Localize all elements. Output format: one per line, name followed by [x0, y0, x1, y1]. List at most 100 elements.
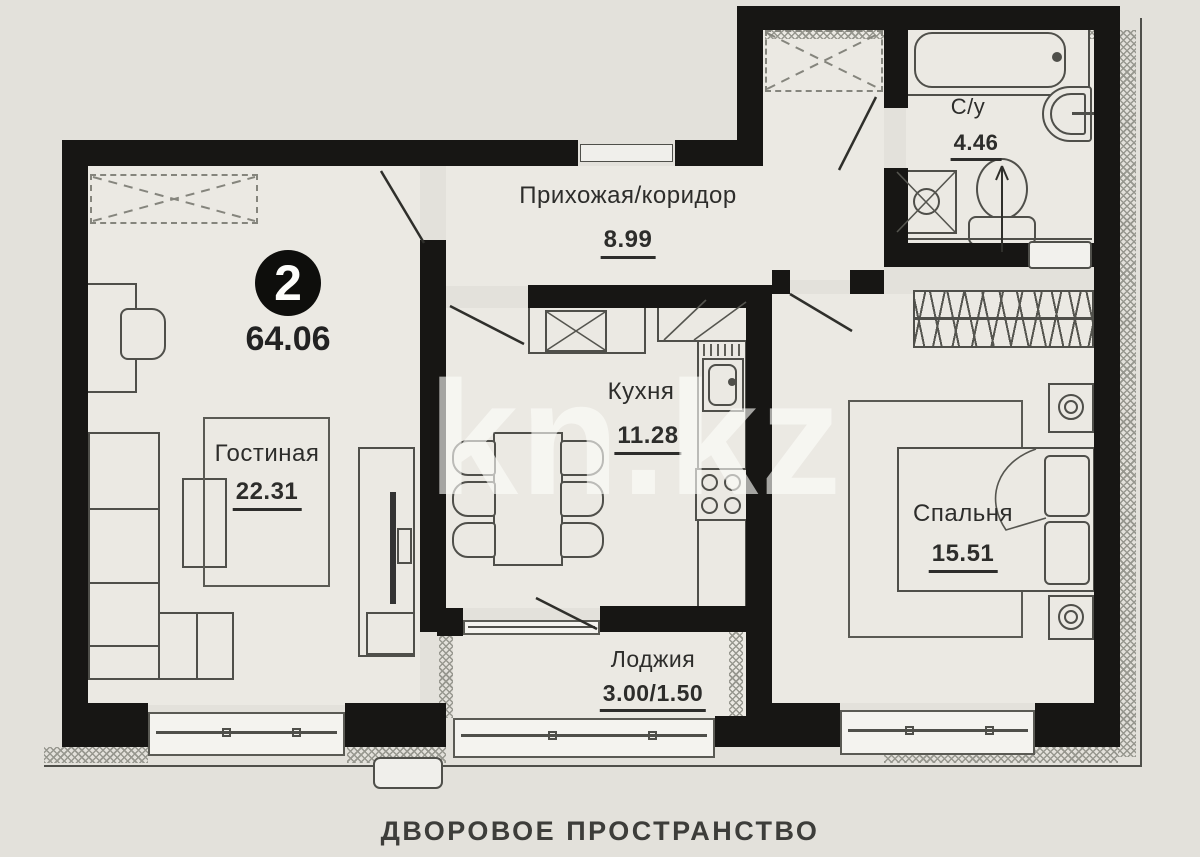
bedroom-name: Спальня — [913, 500, 1013, 527]
loggia-window-top-glazing — [468, 626, 595, 628]
bath-shelf-line — [895, 238, 1092, 240]
hatch-bottom-left-a — [44, 747, 148, 763]
loggia-name: Лоджия — [610, 646, 696, 672]
stove-burner — [701, 497, 718, 514]
hallway-name: Прихожая/коридор — [519, 182, 737, 209]
wall-living-kitchen — [420, 240, 446, 632]
yard-caption: ДВОРОВОЕ ПРОСТРАНСТВО — [380, 816, 820, 846]
wall-kitchen-bedroom — [746, 285, 772, 747]
toilet-bowl — [976, 158, 1028, 220]
bath-cabinet — [1028, 241, 1092, 269]
living-wardrobe-dashed — [90, 174, 258, 224]
nightstand-lamp-inner — [1064, 400, 1078, 414]
kitchen-area: 11.28 — [614, 422, 682, 455]
stove-burner — [724, 497, 741, 514]
living-window-glazing — [156, 731, 337, 734]
living-window-mullion — [222, 728, 231, 737]
desk-chair — [120, 308, 166, 360]
wall-bedroom-top-a — [772, 270, 790, 294]
hall-wardrobe-dashed — [765, 30, 883, 92]
sofa-cushion-line — [90, 508, 158, 510]
wall-left — [62, 140, 88, 747]
living-window-mullion — [292, 728, 301, 737]
nightstand-lamp — [1058, 394, 1084, 420]
washer-drum — [913, 188, 940, 215]
bedroom-window-mullion — [985, 726, 994, 735]
wall-loggia-left-block — [437, 608, 463, 636]
loggia-window-bottom — [453, 718, 715, 758]
living-area: 22.31 — [232, 478, 302, 511]
bedroom-window-bottom — [840, 710, 1035, 755]
kitchen-name: Кухня — [607, 378, 675, 405]
loggia-window-mullion — [648, 731, 657, 740]
loggia-area: 3.00/1.50 — [599, 680, 707, 712]
bathtub-drain — [1052, 52, 1062, 62]
bedroom-window-glazing — [848, 729, 1028, 732]
wall-bedroom-top-b — [850, 270, 884, 294]
kitchen-faucet — [728, 378, 736, 386]
toilet-tank — [968, 216, 1036, 246]
bathtub-inner — [914, 32, 1066, 88]
tv-panel — [390, 492, 396, 604]
sofa-chaise-line — [196, 614, 198, 678]
living-name: Гостиная — [214, 440, 320, 467]
wall-bedroom-bottom-b — [1035, 703, 1098, 747]
loggia-window-mullion — [548, 731, 557, 740]
wall-entry-stub — [675, 140, 737, 166]
dining-chair — [560, 481, 604, 517]
dining-chair — [560, 522, 604, 558]
wardrobe-rail — [915, 317, 1092, 320]
wall-right-outer — [1094, 15, 1120, 747]
sofa-cushion-line — [90, 645, 158, 647]
hatch-right — [1118, 30, 1136, 757]
nightstand — [1048, 383, 1094, 433]
dining-chair — [452, 440, 496, 476]
wall-living-bottom-a — [62, 703, 148, 747]
stove-burner — [724, 474, 741, 491]
living-rug — [203, 417, 330, 587]
bathroom-area: 4.46 — [950, 130, 1002, 161]
bedroom-window-mullion — [905, 726, 914, 735]
wall-kitchen-top — [528, 285, 772, 308]
corridor-floor — [446, 166, 772, 286]
wall-top-outer — [737, 6, 1120, 30]
living-window-bottom — [148, 712, 345, 756]
pillow — [1044, 521, 1090, 585]
wall-living-top — [62, 140, 578, 166]
loggia-floor — [453, 628, 746, 720]
rooms-count-badge: 2 — [255, 250, 321, 316]
wall-living-bottom-b — [345, 703, 446, 747]
site-boundary-right — [1140, 18, 1142, 767]
wall-hall-left — [737, 6, 763, 166]
tv-box — [397, 528, 412, 564]
loggia-window-bottom-glazing — [461, 734, 707, 737]
ac-unit — [373, 757, 443, 789]
wall-bath-left-upper — [884, 24, 908, 108]
stove-burner — [701, 474, 718, 491]
hallway-area: 8.99 — [600, 226, 656, 259]
total-area-label: 64.06 — [245, 320, 331, 358]
site-boundary-bottom — [44, 765, 1142, 767]
wall-loggia-top-right — [600, 606, 746, 632]
tv-shelf — [366, 612, 415, 655]
bathroom-name: С/у — [950, 94, 986, 119]
dining-chair — [452, 522, 496, 558]
wall-bath-left-lower — [884, 168, 908, 248]
nightstand-lamp-inner — [1064, 610, 1078, 624]
sofa-vertical — [88, 432, 160, 680]
hatch-loggia-left — [439, 634, 453, 718]
bedroom-area: 15.51 — [928, 540, 998, 573]
bath-faucet — [1072, 112, 1094, 115]
pillow — [1044, 455, 1090, 517]
sofa-cushion-line — [90, 582, 158, 584]
entrance-door — [580, 144, 673, 162]
dining-chair — [452, 481, 496, 517]
kitchen-sink-basin — [708, 364, 737, 406]
wall-loggia-bottom-block — [715, 716, 746, 747]
wall-bedroom-bottom-a — [772, 703, 840, 747]
dining-chair — [560, 440, 604, 476]
nightstand-lamp — [1058, 604, 1084, 630]
sink-drainer — [703, 344, 743, 356]
kn-kz-watermark: kn.kz — [428, 348, 844, 529]
